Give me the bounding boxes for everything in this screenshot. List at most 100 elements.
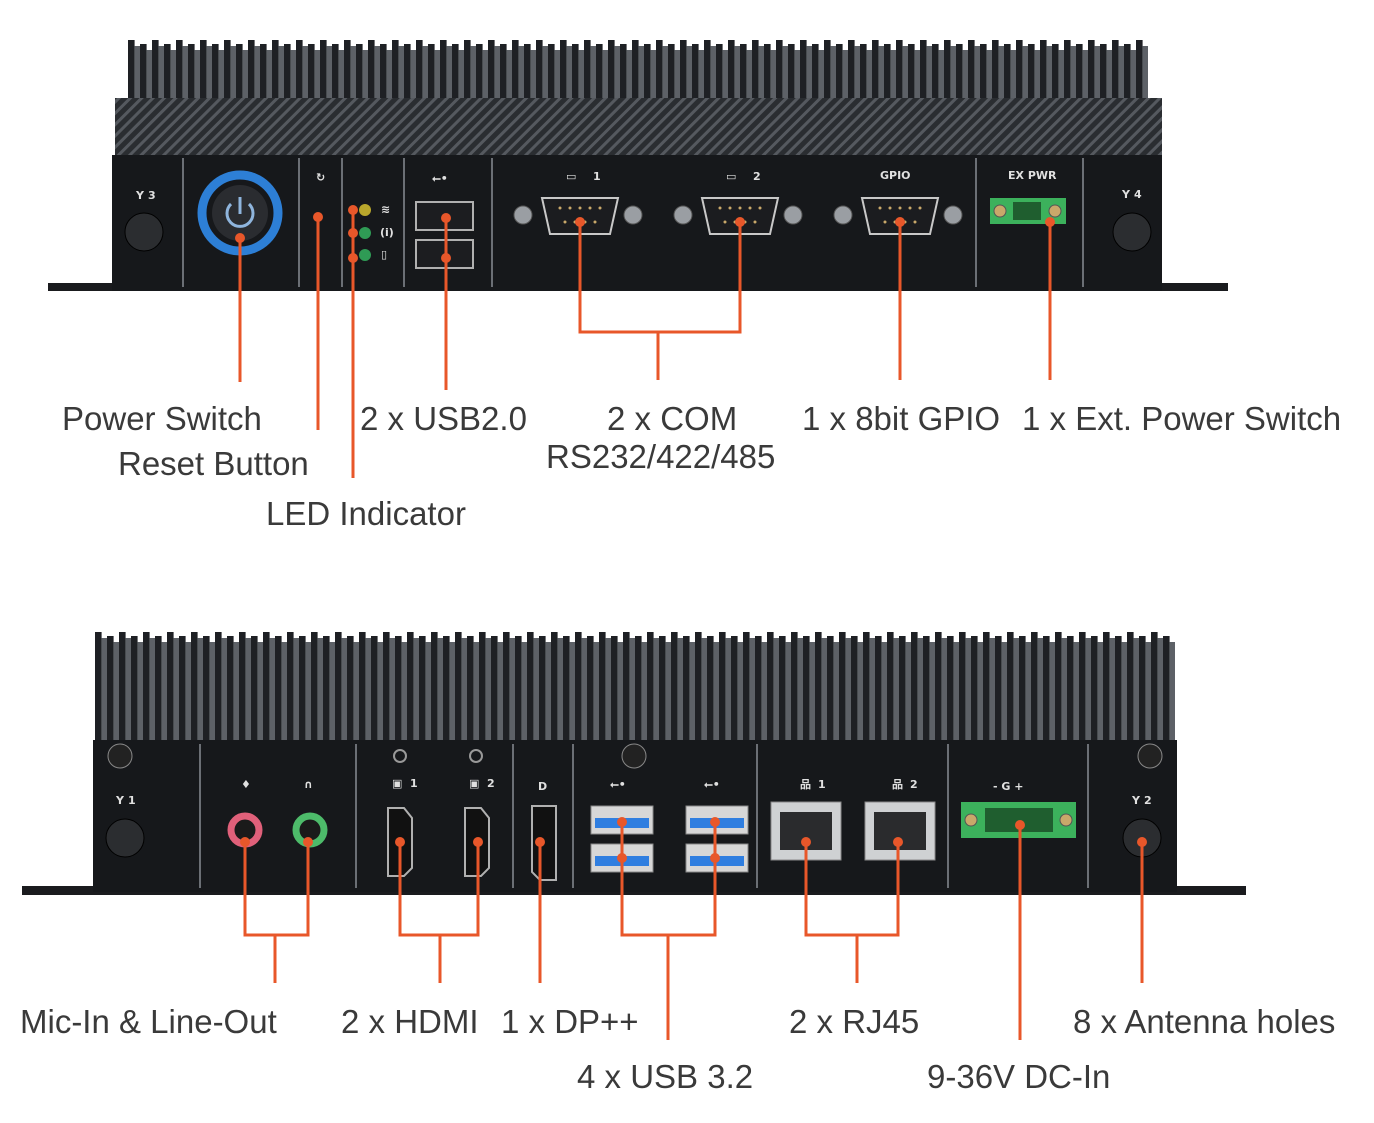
pin bbox=[913, 220, 917, 224]
fin-gap bbox=[182, 46, 188, 100]
heatsink-fin bbox=[695, 632, 702, 742]
heatsink-fin bbox=[467, 636, 474, 742]
heatsink-fin bbox=[860, 44, 867, 100]
heatsink-fin bbox=[527, 632, 534, 742]
heatsink-fin bbox=[272, 40, 279, 100]
pin bbox=[758, 206, 762, 210]
heatsink-fin bbox=[911, 632, 918, 742]
fin-gap bbox=[458, 50, 464, 100]
heatsink-fin bbox=[548, 44, 555, 100]
lan1-label: 1 bbox=[818, 778, 826, 791]
fin-gap bbox=[914, 50, 920, 100]
fin-gap bbox=[590, 46, 596, 100]
pin bbox=[728, 206, 732, 210]
heatsink-fin bbox=[596, 44, 603, 100]
heatsink-fin bbox=[1076, 44, 1083, 100]
fin-gap bbox=[929, 642, 935, 742]
fin-gap bbox=[1061, 638, 1067, 742]
fin-gap bbox=[773, 638, 779, 742]
fin-gap bbox=[173, 638, 179, 742]
fin-gap bbox=[1001, 642, 1007, 742]
heatsink-fin bbox=[1136, 40, 1143, 100]
heatsink-fin bbox=[755, 636, 762, 742]
heatsink-fin bbox=[1007, 632, 1014, 742]
pin bbox=[718, 206, 722, 210]
heatsink-fin bbox=[1064, 40, 1071, 100]
heatsink-fin bbox=[308, 44, 315, 100]
fin-gap bbox=[953, 642, 959, 742]
heatsink-fin bbox=[995, 636, 1002, 742]
fin-gap bbox=[497, 642, 503, 742]
fin-gap bbox=[422, 46, 428, 100]
terminal-screw bbox=[1048, 204, 1062, 218]
heatsink-fin bbox=[647, 632, 654, 742]
fin-gap bbox=[506, 50, 512, 100]
heatsink-fin bbox=[1112, 40, 1119, 100]
fin-gap bbox=[689, 642, 695, 742]
fin-gap bbox=[401, 642, 407, 742]
callout-ext-power: 1 x Ext. Power Switch bbox=[1022, 400, 1341, 437]
heatsink-fin bbox=[815, 632, 822, 742]
heatsink-fin bbox=[1052, 44, 1059, 100]
antenna-2-label: 2 bbox=[1144, 794, 1152, 807]
fin-gap bbox=[986, 50, 992, 100]
heatsink-fin bbox=[851, 636, 858, 742]
fin-gap bbox=[710, 46, 716, 100]
fin-gap bbox=[629, 638, 635, 742]
heatsink-fin bbox=[971, 636, 978, 742]
heatsink-fin bbox=[404, 44, 411, 100]
top-leader-lines bbox=[235, 205, 1055, 478]
heatsink-fin bbox=[188, 44, 195, 100]
heatsink-fin bbox=[1124, 44, 1131, 100]
com-icon: ▭ bbox=[726, 170, 736, 183]
fin-gap bbox=[821, 638, 827, 742]
fin-gap bbox=[1010, 50, 1016, 100]
heatsink-fin bbox=[416, 40, 423, 100]
heatsink-fin bbox=[899, 636, 906, 742]
fin-gap bbox=[770, 50, 776, 100]
antenna-icon: Y bbox=[135, 189, 145, 202]
lan-icon: 品 bbox=[800, 778, 811, 791]
fin-gap bbox=[281, 642, 287, 742]
fin-gap bbox=[1025, 642, 1031, 742]
heatsink-fin bbox=[812, 44, 819, 100]
fin-gap bbox=[350, 46, 356, 100]
fin-gap bbox=[1133, 638, 1139, 742]
heatsink-fin bbox=[872, 40, 879, 100]
fin-gap bbox=[905, 642, 911, 742]
fin-gap bbox=[374, 46, 380, 100]
fin-gap bbox=[1022, 46, 1028, 100]
fin-gap bbox=[146, 50, 152, 100]
heatsink-fin bbox=[200, 40, 207, 100]
heatsink-fin bbox=[536, 40, 543, 100]
heatsink-fin bbox=[908, 44, 915, 100]
com1-label: 1 bbox=[593, 170, 601, 183]
fin-gap bbox=[1049, 642, 1055, 742]
antenna-4-label: 4 bbox=[1134, 188, 1142, 201]
heatsink-fin bbox=[848, 40, 855, 100]
fin-gap bbox=[818, 50, 824, 100]
displayport-icon: D bbox=[538, 780, 547, 793]
heatsink-fin bbox=[767, 632, 774, 742]
heatsink-fin bbox=[95, 632, 102, 742]
heatsink-fin bbox=[167, 632, 174, 742]
bottom-device: Y 1 ♦ ∩ ▣ 1 ▣ 2 D ⭠• ⭠• 品 1 品 2 - G + bbox=[22, 632, 1246, 895]
callout-hdmi: 2 x HDMI bbox=[341, 1003, 479, 1040]
reset-icon: ↻ bbox=[316, 171, 325, 184]
fin-gap bbox=[962, 50, 968, 100]
heatsink-fin bbox=[707, 636, 714, 742]
fin-gap bbox=[869, 638, 875, 742]
fin-gap bbox=[698, 50, 704, 100]
heatsink-fin bbox=[923, 636, 930, 742]
fin-gap bbox=[293, 638, 299, 742]
fin-gap bbox=[233, 642, 239, 742]
heatsink-fin bbox=[431, 632, 438, 742]
heatsink-fin bbox=[551, 632, 558, 742]
usb-icon: ⭠• bbox=[432, 172, 448, 185]
heatsink-fin bbox=[680, 40, 687, 100]
heatsink-fin bbox=[524, 44, 531, 100]
heatsink-fin bbox=[488, 40, 495, 100]
heatsink-fin bbox=[731, 636, 738, 742]
fin-gap bbox=[1145, 642, 1151, 742]
